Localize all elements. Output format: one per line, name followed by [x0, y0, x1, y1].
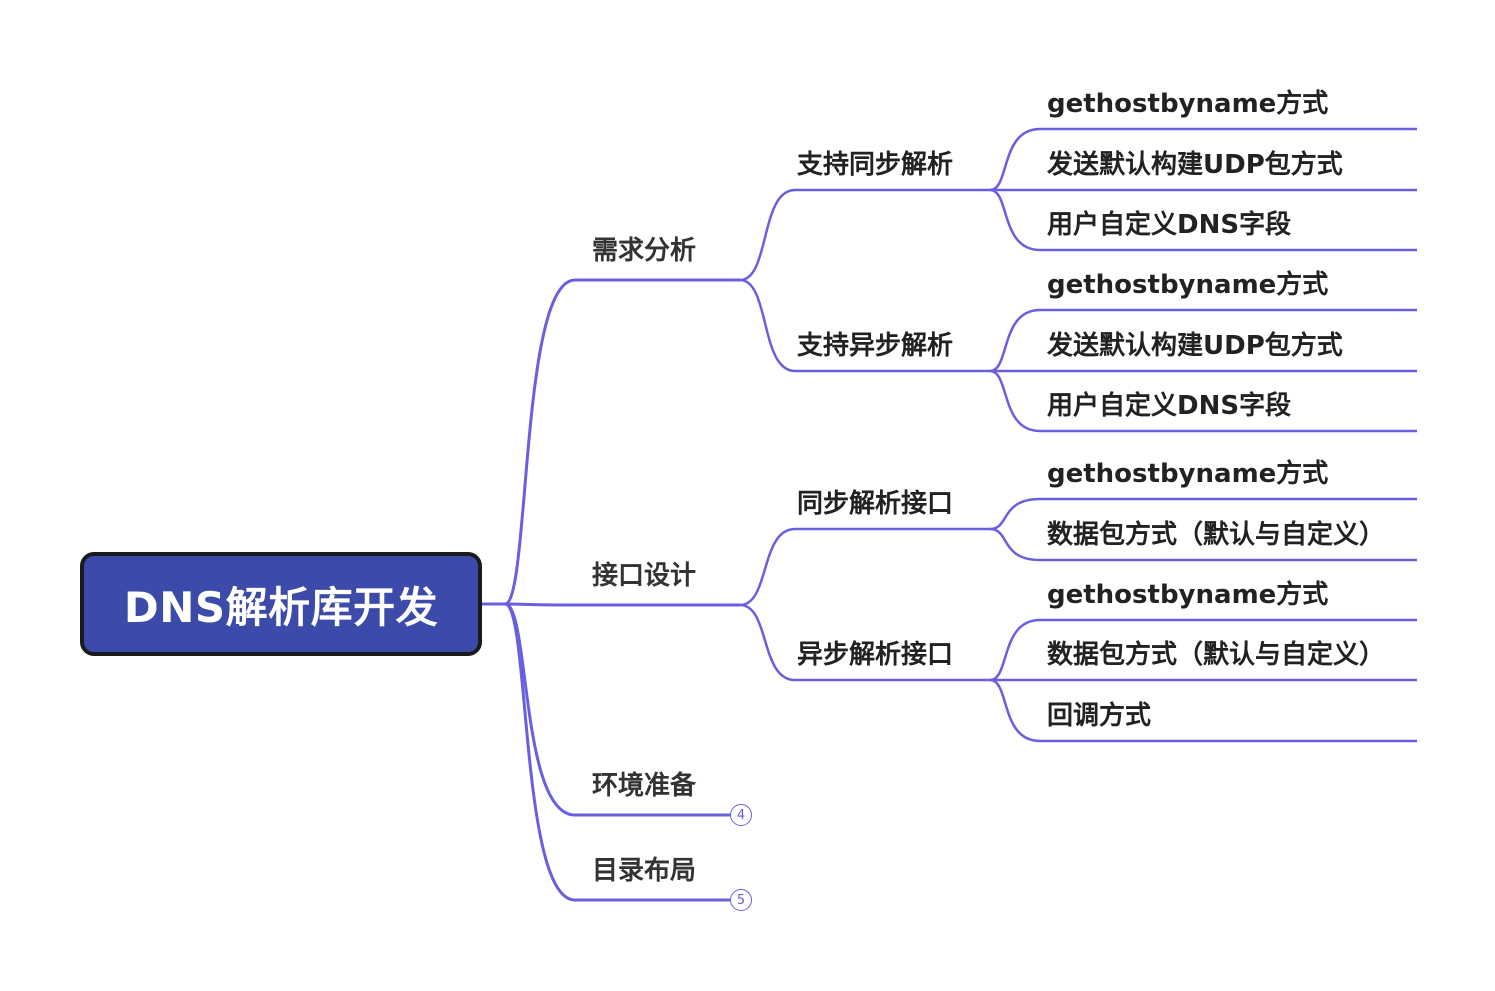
branch-environment[interactable]: 环境准备: [592, 771, 697, 801]
connector-level3: [989, 527, 1417, 562]
root-label: DNS解析库开发: [123, 582, 439, 632]
connector-level2: [739, 527, 990, 607]
connector-level1: [504, 602, 730, 902]
leaf-item[interactable]: gethostbyname方式: [1047, 89, 1329, 119]
leaf-item[interactable]: 数据包方式（默认与自定义）: [1047, 640, 1386, 670]
leaf-item[interactable]: gethostbyname方式: [1047, 270, 1329, 300]
leaf-item[interactable]: 发送默认构建UDP包方式: [1047, 331, 1343, 361]
node-sync-api[interactable]: 同步解析接口: [797, 489, 954, 519]
branch-directory[interactable]: 目录布局: [592, 856, 697, 886]
leaf-item[interactable]: 发送默认构建UDP包方式: [1047, 150, 1343, 180]
connector-level3: [989, 369, 1417, 433]
connector-level3: [989, 188, 1417, 252]
connector-level3: [989, 497, 1417, 531]
connector-level3: [989, 127, 1417, 192]
connector-level2: [739, 278, 990, 373]
root-node[interactable]: DNS解析库开发: [80, 552, 482, 656]
connector-level1: [504, 278, 740, 606]
node-async-support[interactable]: 支持异步解析: [797, 331, 954, 361]
branch-interface[interactable]: 接口设计: [592, 561, 697, 591]
collapsed-count-badge[interactable]: 4: [730, 804, 752, 826]
connector-level3: [989, 308, 1417, 373]
leaf-item[interactable]: gethostbyname方式: [1047, 580, 1329, 610]
connector-level2: [739, 188, 990, 282]
leaf-item[interactable]: 用户自定义DNS字段: [1047, 210, 1292, 240]
leaf-item[interactable]: 回调方式: [1047, 701, 1152, 731]
node-async-api[interactable]: 异步解析接口: [797, 640, 954, 670]
branch-requirements[interactable]: 需求分析: [592, 236, 697, 266]
connector-level3: [989, 678, 1417, 743]
connector-level2: [739, 603, 990, 682]
leaf-item[interactable]: gethostbyname方式: [1047, 459, 1329, 489]
node-sync-support[interactable]: 支持同步解析: [797, 150, 954, 180]
connector-level3: [989, 618, 1417, 682]
connector-level1: [504, 602, 740, 607]
leaf-item[interactable]: 用户自定义DNS字段: [1047, 391, 1292, 421]
leaf-item[interactable]: 数据包方式（默认与自定义）: [1047, 520, 1386, 550]
collapsed-count-badge[interactable]: 5: [730, 889, 752, 911]
